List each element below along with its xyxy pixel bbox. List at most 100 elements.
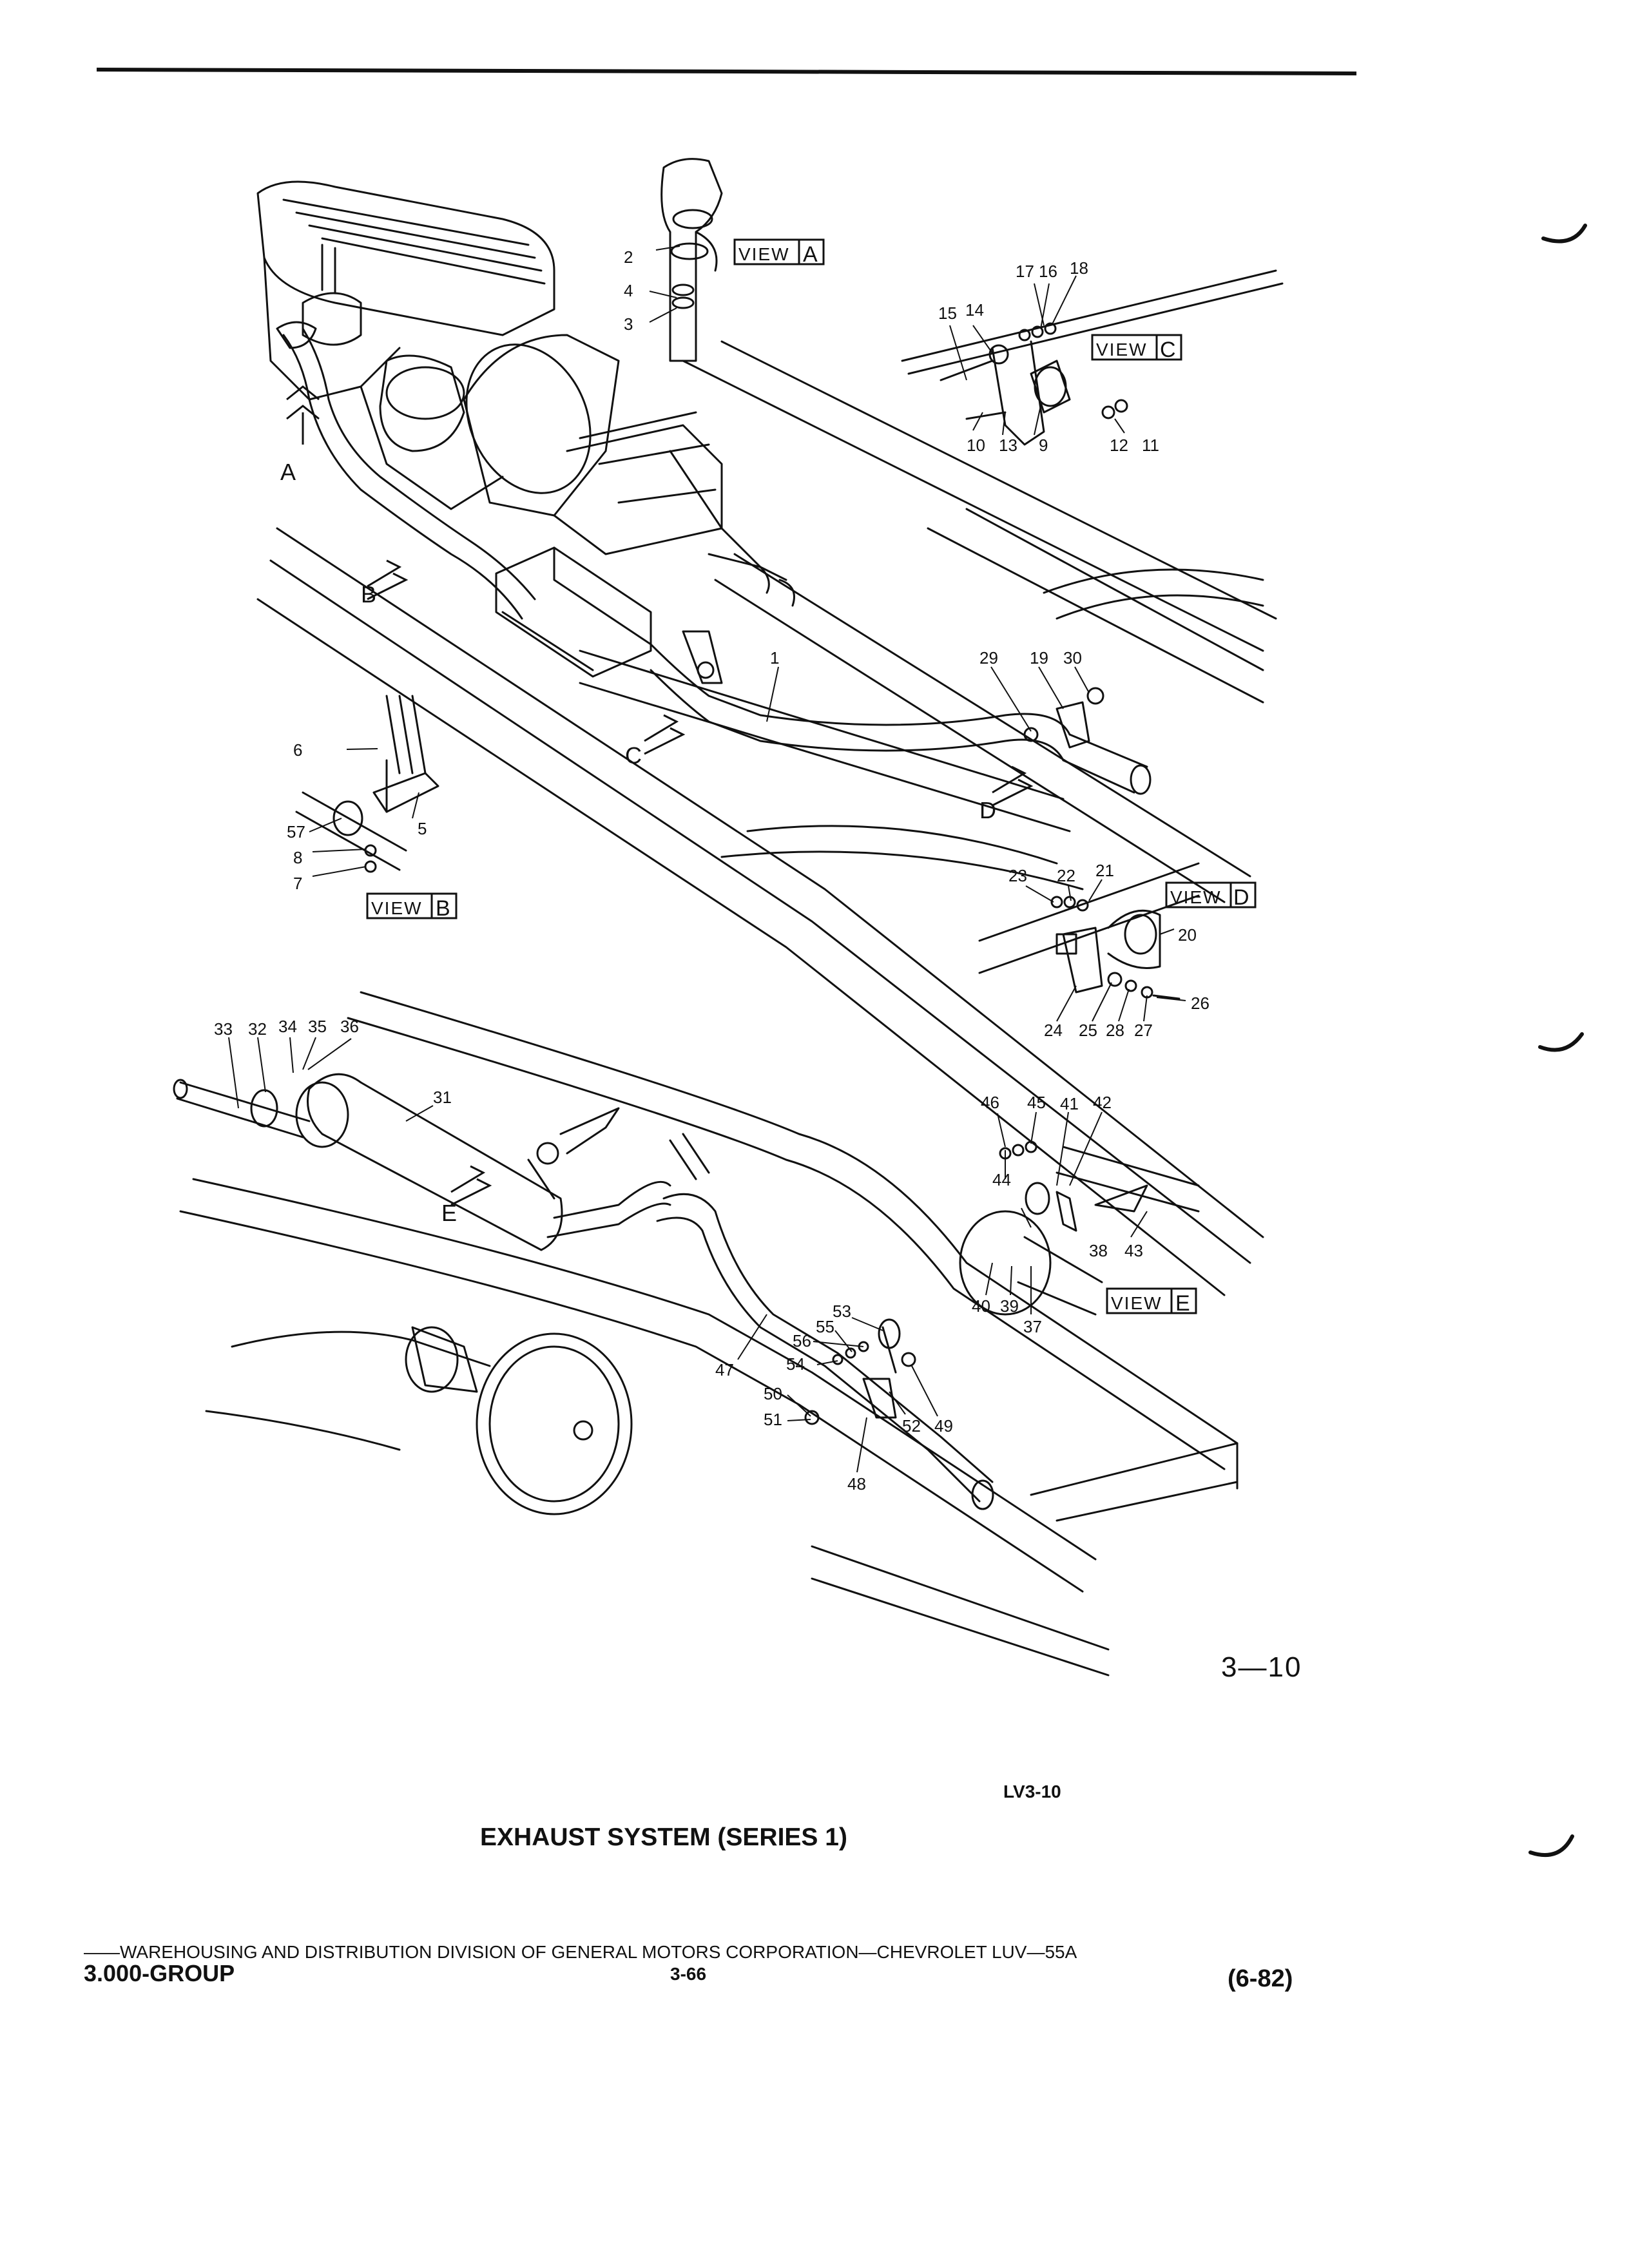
callout-25: 25 — [1079, 1021, 1097, 1040]
view-e-detail — [960, 1142, 1199, 1314]
callout-20: 20 — [1178, 925, 1197, 945]
view-c-detail — [902, 271, 1282, 445]
callout-2: 2 — [624, 247, 633, 267]
callout-19: 19 — [1030, 648, 1048, 668]
view-label-b-prefix: VIEW — [371, 898, 423, 918]
callout-40: 40 — [972, 1296, 990, 1316]
callout-6: 6 — [293, 740, 302, 760]
view-b-detail — [296, 696, 438, 872]
callout-26: 26 — [1191, 994, 1210, 1013]
callout-15: 15 — [938, 303, 957, 323]
view-arrow-a — [287, 387, 319, 445]
front-exhaust-pipe — [277, 322, 535, 619]
callout-44: 44 — [992, 1170, 1011, 1189]
view-label-c-prefix: VIEW — [1096, 340, 1148, 360]
figure-number: 3—10 — [1221, 1651, 1302, 1683]
callout-57: 57 — [287, 822, 305, 841]
view-label-a: VIEW A — [735, 240, 824, 267]
callout-5: 5 — [418, 819, 427, 838]
leader-lines — [229, 246, 1186, 1472]
callout-1: 1 — [770, 648, 779, 668]
callout-16: 16 — [1039, 262, 1057, 281]
view-d-detail — [979, 863, 1199, 999]
callout-9: 9 — [1039, 436, 1048, 455]
view-label-d-prefix: VIEW — [1170, 887, 1222, 907]
footer-group: 3.000-GROUP — [84, 1960, 235, 1986]
callout-30: 30 — [1063, 648, 1082, 668]
view-label-c: VIEW C — [1092, 335, 1181, 362]
callout-28: 28 — [1106, 1021, 1124, 1040]
tail-pipe — [528, 1108, 993, 1509]
footer-page-number: 3-66 — [670, 1964, 707, 1984]
callout-8: 8 — [293, 848, 302, 867]
callout-18: 18 — [1070, 258, 1088, 278]
figure-caption: EXHAUST SYSTEM (SERIES 1) — [480, 1823, 847, 1851]
callout-27: 27 — [1134, 1021, 1153, 1040]
callout-48: 48 — [847, 1474, 866, 1494]
callout-3: 3 — [624, 314, 633, 334]
arrow-letter-e: E — [441, 1200, 457, 1226]
callout-7: 7 — [293, 874, 302, 893]
callout-38: 38 — [1089, 1241, 1108, 1260]
callout-39: 39 — [1000, 1296, 1019, 1316]
callout-12: 12 — [1110, 436, 1128, 455]
view-label-e-letter: E — [1175, 1291, 1190, 1316]
footer-division-line: ——WAREHOUSING AND DISTRIBUTION DIVISION … — [84, 1942, 1077, 1962]
view-label-b-letter: B — [436, 896, 450, 921]
rear-hangers — [805, 1320, 915, 1424]
callout-49: 49 — [934, 1416, 953, 1436]
view-arrow-letters: A B C D E — [280, 459, 996, 1226]
header-rule — [97, 70, 1356, 73]
view-label-a-prefix: VIEW — [738, 244, 790, 264]
view-label-d-letter: D — [1233, 885, 1249, 910]
view-arrow-e — [451, 1166, 490, 1205]
footer-date: (6-82) — [1228, 1965, 1293, 1992]
view-a-detail — [662, 159, 722, 361]
callout-45: 45 — [1027, 1093, 1046, 1112]
callout-23: 23 — [1008, 866, 1027, 885]
callout-55: 55 — [816, 1317, 834, 1336]
callout-47: 47 — [715, 1360, 734, 1379]
callout-13: 13 — [999, 436, 1017, 455]
callout-52: 52 — [902, 1416, 921, 1436]
view-label-c-letter: C — [1160, 338, 1176, 362]
callout-35: 35 — [308, 1017, 327, 1036]
callout-24: 24 — [1044, 1021, 1063, 1040]
arrow-letter-a: A — [280, 459, 296, 485]
arrow-letter-d: D — [979, 797, 996, 823]
callout-37: 37 — [1023, 1317, 1042, 1336]
rear-intermediate-hanger — [1025, 688, 1103, 747]
callout-labels: 1 2 3 4 5 6 7 8 9 10 11 12 13 14 15 16 1… — [214, 247, 1210, 1494]
engine — [258, 182, 554, 509]
callout-50: 50 — [764, 1384, 782, 1403]
arrow-letter-b: B — [361, 581, 376, 608]
view-labels: VIEW A VIEW C VIEW B VIEW D VIEW E — [367, 240, 1255, 1316]
upper-frame-rails — [258, 341, 1276, 1295]
view-label-d: VIEW D — [1166, 883, 1255, 910]
callout-41: 41 — [1060, 1094, 1079, 1113]
callout-10: 10 — [967, 436, 985, 455]
view-label-a-letter: A — [803, 242, 818, 267]
callout-14: 14 — [965, 300, 984, 320]
transmission — [443, 324, 786, 580]
view-arrows — [287, 387, 1031, 1205]
binding-marks — [1530, 226, 1585, 1855]
muffler — [174, 1074, 670, 1250]
view-arrow-b — [367, 561, 406, 599]
callout-4: 4 — [624, 281, 633, 300]
callout-53: 53 — [833, 1302, 851, 1321]
callout-54: 54 — [786, 1354, 805, 1374]
callout-33: 33 — [214, 1019, 233, 1039]
callout-36: 36 — [340, 1017, 359, 1036]
view-arrow-d — [992, 767, 1031, 805]
view-label-b: VIEW B — [367, 894, 456, 921]
callout-17: 17 — [1016, 262, 1034, 281]
callout-43: 43 — [1124, 1241, 1143, 1260]
view-label-e: VIEW E — [1107, 1289, 1196, 1316]
view-label-e-prefix: VIEW — [1111, 1293, 1162, 1313]
callout-31: 31 — [433, 1088, 452, 1107]
callout-29: 29 — [979, 648, 998, 668]
rear-axle — [206, 1327, 631, 1514]
view-arrow-c — [644, 715, 683, 754]
